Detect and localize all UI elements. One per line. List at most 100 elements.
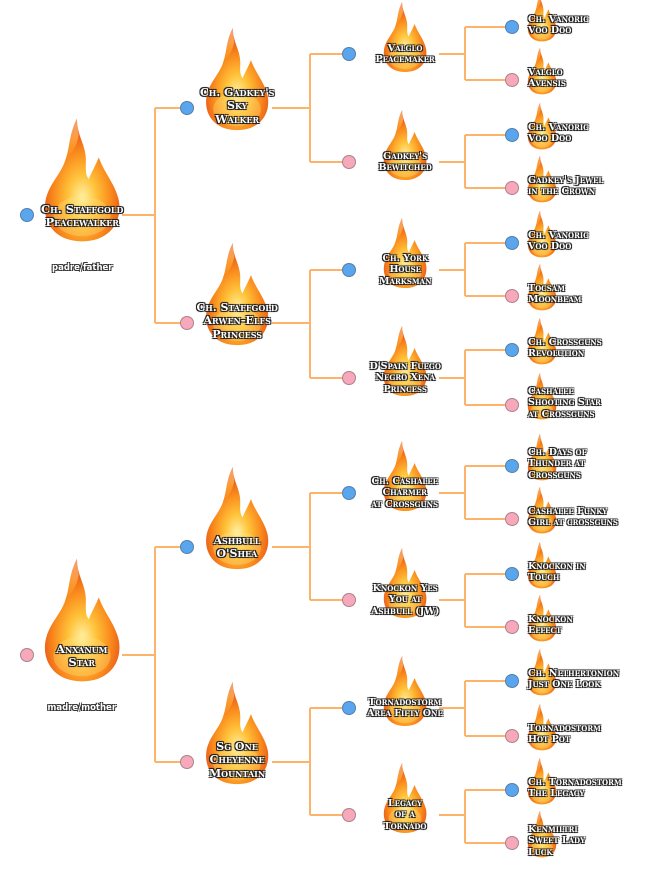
dog-name-line: Ch. Vanoric [528,13,589,25]
dog-name-line: Luck [528,846,553,858]
dog-name-line: The Legacy [528,787,585,799]
dog-name-line: Princess [212,327,263,341]
dog-name-line: Sky [227,99,248,113]
dog-name-line: Knockon [528,613,573,625]
female-indicator-dot [505,836,519,850]
male-indicator-dot [505,236,519,250]
dog-name-line: Ch. Vanoric [528,121,589,133]
male-indicator-dot [505,674,519,688]
dog-name-line: Ch. Staffgold [41,201,124,216]
dog-name-line: Effect [528,624,562,636]
dog-name-line: at Crossguns [371,498,439,510]
dog-name-line: Area Fifty One [367,707,443,719]
male-indicator-dot [342,486,356,500]
dog-name-line: Valglo [528,66,563,78]
dog-name-line: Tornadostorm [368,696,442,708]
dog-name-line: Bewitched [378,161,432,173]
male-indicator-dot [505,20,519,34]
female-indicator-dot [342,155,356,169]
male-indicator-dot [342,263,356,277]
dog-name-line: Tocsam [528,282,565,294]
female-indicator-dot [505,289,519,303]
male-indicator-dot [505,783,519,797]
dog-name-line: of a [395,809,415,821]
dog-name-line: Avensis [528,77,566,89]
male-indicator-dot [342,47,356,61]
male-indicator-dot [180,101,194,115]
dog-name-line: Sweet Lady [528,835,586,847]
dog-name-line: O'Shea [216,546,258,560]
male-indicator-dot [505,459,519,473]
dog-name-line: Shooting Star [528,397,601,409]
female-indicator-dot [505,512,519,526]
dog-name-line: Ch. Staffgold [196,301,278,315]
dog-name-line: Voo Doo [528,24,572,36]
male-indicator-dot [505,567,519,581]
dog-name-line: Ch. Crossguns [528,336,602,348]
dog-name-line: Voo Doo [528,240,572,252]
dog-name-line: Ch. Days of [528,446,587,458]
dog-name-line: Mountain [209,766,266,780]
dog-name-line: in the Crown [528,185,596,197]
dog-name-line: Princess [383,383,427,395]
dog-name-line: Knockon in [528,560,586,572]
dog-name-line: Hot Pot [528,733,571,745]
female-indicator-dot [505,73,519,87]
dog-name-line: Walker [215,112,260,126]
parent-role-label: padre/father [52,263,113,273]
male-indicator-dot [342,701,356,715]
dog-name-line: House [389,264,422,276]
dog-name-line: Thunder at [528,458,585,470]
dog-name-line: Ch. Cashalee [371,475,439,487]
female-indicator-dot [342,593,356,607]
female-indicator-dot [505,620,519,634]
dog-name-line: Arwen-Elfs [203,314,271,328]
dog-name-line: Peacemaker [375,53,435,65]
dog-name-line: Ch. Vanoric [528,229,589,241]
dog-name-line: Revolution [528,347,585,359]
dog-name-line: Valglo [387,42,423,54]
dog-name-line: Anxanum [56,641,108,656]
dog-name-line: Ashbull (JW) [371,605,440,617]
dog-name-line: Ch. Tornadostorm [528,776,622,788]
female-indicator-dot [505,729,519,743]
dog-name-line: at Crossguns [528,408,595,420]
female-indicator-dot [180,316,194,330]
dog-name-line: Moonbeam [528,293,582,305]
dog-name-line: D'Spain Fuego [369,360,441,372]
dog-name-line: Ch. Gadkey's [200,86,275,100]
dog-name-line: Crossguns [528,469,581,481]
dog-name-line: Peacewalker [45,215,119,230]
